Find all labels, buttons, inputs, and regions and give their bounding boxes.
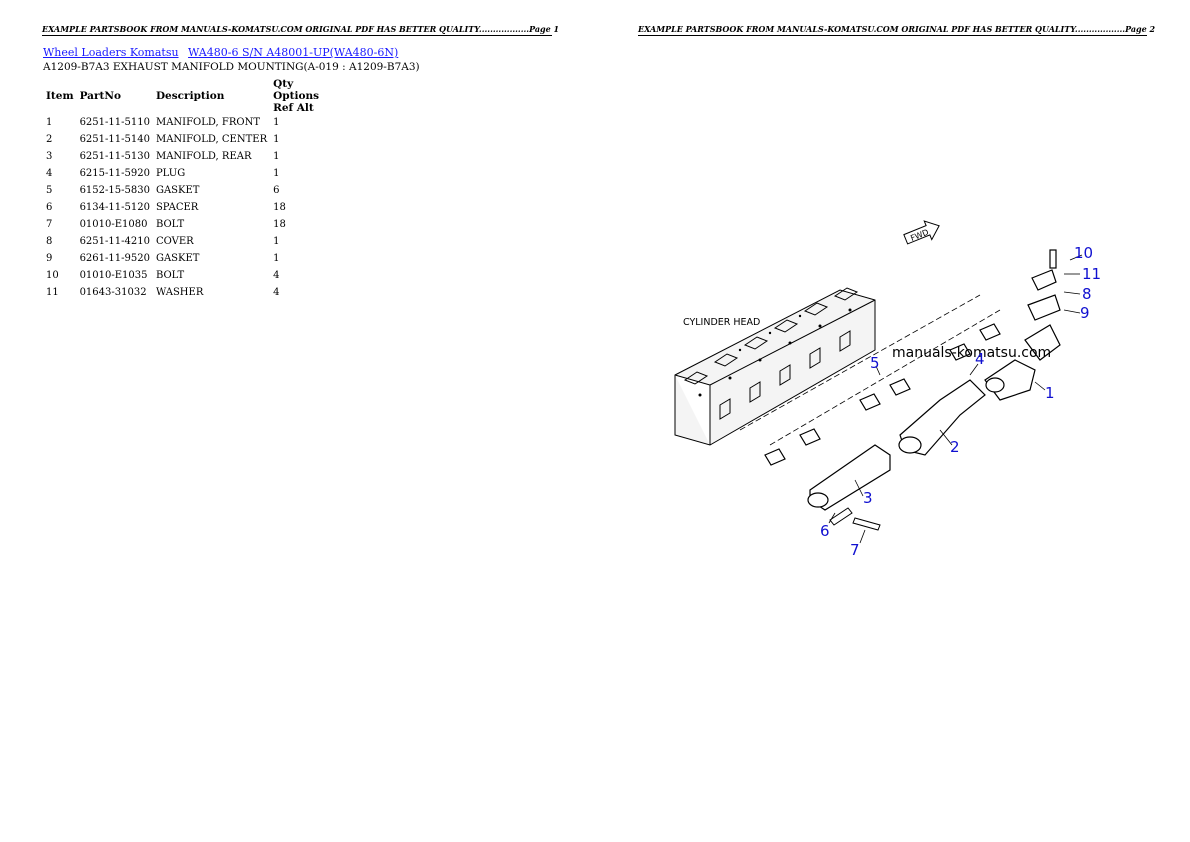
cell-item: 9 xyxy=(46,253,53,264)
cell-qty: 4 xyxy=(273,287,280,298)
wheel-loaders-link[interactable]: Wheel Loaders Komatsu xyxy=(43,46,179,59)
cell-description: BOLT xyxy=(155,219,185,230)
cell-item: 4 xyxy=(46,168,53,179)
callout-8: 8 xyxy=(1082,285,1092,303)
cell-item: 1 xyxy=(46,117,53,128)
cell-item: 10 xyxy=(46,270,59,281)
fwd-arrow-icon: FWD xyxy=(903,220,940,245)
page-2-header: EXAMPLE PARTSBOOK FROM MANUALS-KOMATSU.C… xyxy=(638,24,1156,36)
cell-qty: 1 xyxy=(273,151,280,162)
cell-partno: 6152-15-5830 xyxy=(79,185,150,196)
col-item-header: Item xyxy=(46,90,74,102)
table-row: 10 01010-E1035 BOLT 4 xyxy=(43,267,322,284)
cell-item: 8 xyxy=(46,236,53,247)
cell-item: 2 xyxy=(46,134,53,145)
cell-description: WASHER xyxy=(155,287,204,298)
cell-item: 3 xyxy=(46,151,53,162)
callout-11: 11 xyxy=(1082,265,1101,283)
cell-qty: 1 xyxy=(273,253,280,264)
callout-labels: 10 11 8 9 4 5 1 2 3 6 7 xyxy=(820,244,1101,559)
callout-1: 1 xyxy=(1045,384,1055,402)
cell-partno: 01643-31032 xyxy=(79,287,147,298)
watermark: manuals-komatsu.com xyxy=(892,345,1051,361)
fwd-label: FWD xyxy=(909,228,930,243)
cylinder-head-label: CYLINDER HEAD xyxy=(683,317,760,328)
page-title: A1209-B7A3 EXHAUST MANIFOLD MOUNTING(A-0… xyxy=(43,61,420,73)
cell-description: MANIFOLD, REAR xyxy=(155,151,252,162)
col-description-header: Description xyxy=(155,90,225,102)
table-row: 11 01643-31032 WASHER 4 xyxy=(43,284,322,301)
model-link[interactable]: WA480-6 S/N A48001-UP(WA480-6N) xyxy=(188,46,399,59)
cell-qty: 1 xyxy=(273,168,280,179)
callout-5: 5 xyxy=(870,354,880,372)
cell-partno: 6251-11-5110 xyxy=(79,117,150,128)
table-row: 6 6134-11-5120 SPACER 18 xyxy=(43,199,322,216)
callout-4: 4 xyxy=(975,350,985,368)
cell-qty: 1 xyxy=(273,134,280,145)
spacer-bolt-drawing xyxy=(829,507,881,531)
cell-qty: 6 xyxy=(273,185,280,196)
cell-partno: 6261-11-9520 xyxy=(79,253,150,264)
cell-qty: 1 xyxy=(273,117,280,128)
cell-item: 7 xyxy=(46,219,53,230)
cell-description: MANIFOLD, FRONT xyxy=(155,117,260,128)
table-row: 7 01010-E1080 BOLT 18 xyxy=(43,216,322,233)
callout-2: 2 xyxy=(950,438,960,456)
cell-qty: 18 xyxy=(273,202,286,213)
cell-description: GASKET xyxy=(155,185,200,196)
col-qty-options-header: Qty Options Ref Alt xyxy=(273,78,320,114)
cell-partno: 01010-E1080 xyxy=(79,219,148,230)
table-row: 4 6215-11-5920 PLUG 1 xyxy=(43,165,322,182)
cell-qty: 4 xyxy=(273,270,280,281)
cell-qty: 18 xyxy=(273,219,286,230)
cell-partno: 6251-11-5130 xyxy=(79,151,150,162)
col-partno-header: PartNo xyxy=(79,90,121,102)
cell-description: GASKET xyxy=(155,253,200,264)
cell-partno: 01010-E1035 xyxy=(79,270,148,281)
cell-qty: 1 xyxy=(273,236,280,247)
table-row: 5 6152-15-5830 GASKET 6 xyxy=(43,182,322,199)
cell-partno: 6215-11-5920 xyxy=(79,168,150,179)
cell-partno: 6134-11-5120 xyxy=(79,202,150,213)
table-row: 8 6251-11-4210 COVER 1 xyxy=(43,233,322,250)
table-row: 9 6261-11-9520 GASKET 1 xyxy=(43,250,322,267)
callout-6: 6 xyxy=(820,522,830,540)
table-row: 1 6251-11-5110 MANIFOLD, FRONT 1 xyxy=(43,114,322,131)
callout-9: 9 xyxy=(1080,304,1090,322)
callout-10: 10 xyxy=(1074,244,1093,262)
cell-item: 5 xyxy=(46,185,53,196)
callout-7: 7 xyxy=(850,541,860,559)
exhaust-manifold-diagram: FWD CYLINDER HEAD xyxy=(674,220,1101,559)
table-row: 3 6251-11-5130 MANIFOLD, REAR 1 xyxy=(43,148,322,165)
cell-description: MANIFOLD, CENTER xyxy=(155,134,268,145)
cell-description: PLUG xyxy=(155,168,186,179)
cell-item: 11 xyxy=(46,287,59,298)
cell-description: BOLT xyxy=(155,270,185,281)
cell-description: COVER xyxy=(155,236,194,247)
table-header-row: Item PartNo Description Qty Options Ref … xyxy=(43,78,322,114)
cell-description: SPACER xyxy=(155,202,199,213)
parts-table: Item PartNo Description Qty Options Ref … xyxy=(43,78,322,301)
cell-item: 6 xyxy=(46,202,53,213)
breadcrumb: Wheel Loaders Komatsu WA480-6 S/N A48001… xyxy=(43,46,404,59)
gasket-drawings xyxy=(764,323,1001,466)
cell-partno: 6251-11-5140 xyxy=(79,134,150,145)
table-row: 2 6251-11-5140 MANIFOLD, CENTER 1 xyxy=(43,131,322,148)
page-1-header: EXAMPLE PARTSBOOK FROM MANUALS-KOMATSU.C… xyxy=(42,24,560,36)
cylinder-head-drawing xyxy=(674,287,876,446)
callout-3: 3 xyxy=(863,489,873,507)
cell-partno: 6251-11-4210 xyxy=(79,236,150,247)
manifold-drawings xyxy=(807,249,1061,511)
